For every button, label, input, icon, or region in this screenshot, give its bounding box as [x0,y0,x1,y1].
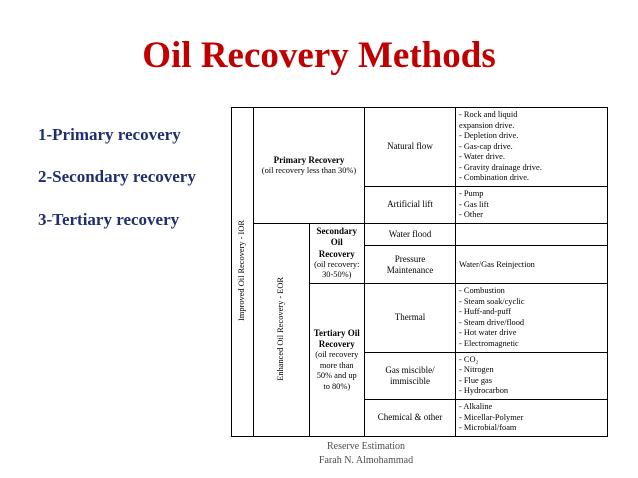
footer: Reserve Estimation Farah N. Almohammad [231,440,501,467]
oil-recovery-table: Improved Oil Recovery - IOR Primary Reco… [231,106,608,438]
category-tertiary-title: Tertiary Oil Recovery [313,327,360,350]
detail-pressure-maintenance: Water/Gas Reinjection [455,245,608,285]
footer-line-2: Farah N. Almohammad [318,454,414,466]
vertical-label-ior: Improved Oil Recovery - IOR [231,107,254,437]
method-pressure-maintenance: Pressure Maintenance [364,245,456,285]
category-tertiary-subtitle: (oil recovery more than 50% and up to 80… [315,350,359,391]
detail-water-flood [455,222,608,247]
list-item-primary: 1-Primary recovery [38,125,181,144]
method-thermal: Thermal [364,283,456,353]
table-row: Enhanced Oil Recovery - EOR Secondary Oi… [232,222,608,438]
table-row: Tertiary Oil Recovery (oil recovery more… [232,283,608,437]
method-gas-miscible: Gas miscible/ immiscible [364,351,456,401]
category-tertiary-recovery: Tertiary Oil Recovery (oil recovery more… [308,283,365,437]
detail-gas-miscible: - CO₂ - Nitrogen - Flue gas - Hydrocarbo… [455,351,608,401]
recovery-methods-list: 1-Primary recovery 2-Secondary recovery … [38,125,218,252]
table-row: Gas miscible/ immiscible - CO₂ - Nitroge… [232,351,608,401]
method-chemical-other: Chemical & other [364,399,456,437]
category-secondary-recovery: Secondary Oil Recovery (oil recovery: 30… [308,222,365,285]
method-water-flood: Water flood [364,222,456,247]
category-secondary-title: Secondary Oil Recovery [316,226,358,259]
table-row: Pressure Maintenance Water/Gas Reinjecti… [232,245,608,285]
detail-artificial-lift: - Pump - Gas lift - Other [455,186,608,224]
category-primary-title: Primary Recovery [273,154,345,165]
category-primary-recovery: Primary Recovery (oil recovery less than… [253,107,365,224]
list-item-secondary: 2-Secondary recovery [38,167,196,187]
category-primary-subtitle: (oil recovery less than 30%) [261,165,357,175]
method-artificial-lift: Artificial lift [364,186,456,224]
table-row: Chemical & other - Alkaline - Micellar-P… [232,399,608,437]
table-row: Improved Oil Recovery - IOR Primary Reco… [231,106,608,437]
category-secondary-subtitle: (oil recovery: 30-50%) [314,259,360,280]
detail-natural-flow: - Rock and liquid expansion drive. - Dep… [455,106,608,188]
page-title: Oil Recovery Methods [142,35,496,76]
vertical-label-eor: Enhanced Oil Recovery - EOR [253,222,310,438]
method-natural-flow: Natural flow [364,106,456,188]
detail-chemical-other: - Alkaline - Micellar-Polymer - Microbia… [455,399,608,437]
detail-thermal: - Combustion - Steam soak/cyclic - Huff-… [455,283,608,353]
table-row: Artificial lift - Pump - Gas lift - Othe… [232,186,608,224]
footer-line-1: Reserve Estimation [326,441,406,452]
list-item-tertiary: 3-Tertiary recovery [38,209,180,229]
